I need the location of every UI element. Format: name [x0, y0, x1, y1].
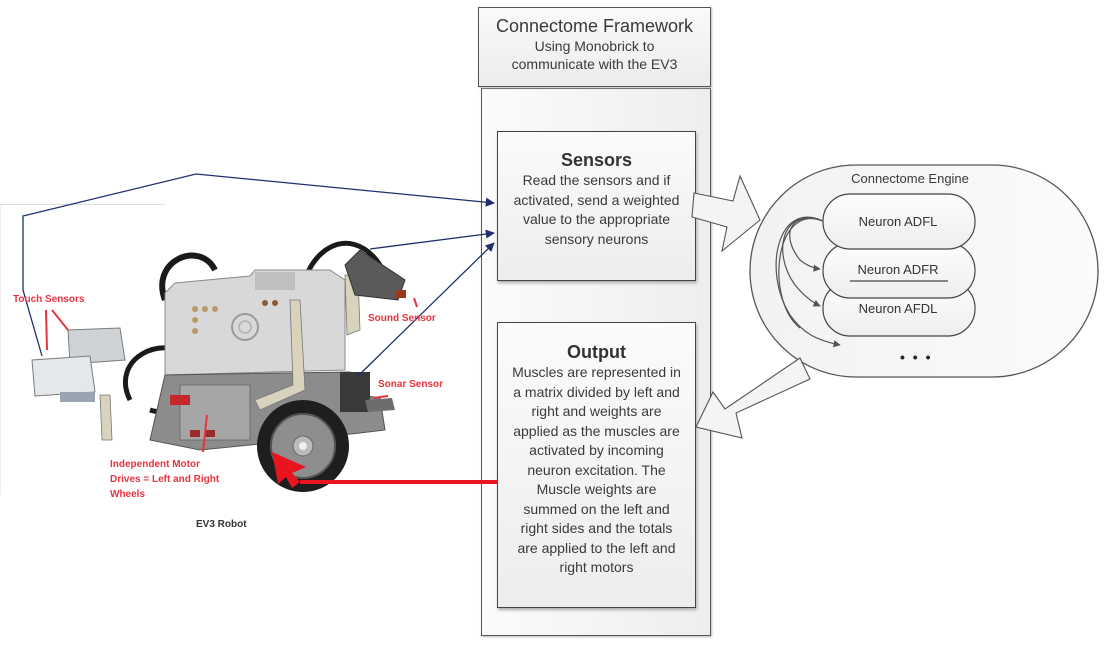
output-box: Output Muscles are represented in a matr… [497, 322, 696, 608]
framework-subtitle-1: Using Monobrick to [534, 38, 655, 54]
robot-caption: EV3 Robot [196, 519, 247, 530]
sensors-text-line: activated, send a weighted [513, 191, 680, 208]
framework-title-box: Connectome Framework Using Monobrick to … [478, 7, 711, 87]
output-text-line: summed on the left and [523, 500, 670, 517]
sensors-text-line: value to the appropriate [522, 211, 671, 227]
neuron-label-adfl: Neuron ADFL [858, 214, 938, 229]
neuron-ellipsis: • • • [900, 349, 933, 365]
label-pointers [45, 297, 418, 453]
output-text-line: activated by incoming [529, 442, 664, 458]
framework-subtitle-2: communicate with the EV3 [511, 56, 678, 72]
connection-adfl-more-1 [775, 216, 841, 348]
connection-adfl-afdl [782, 217, 824, 307]
neuron-label-adfr: Neuron ADFR [857, 262, 939, 277]
sensors-text-line: sensory neurons [544, 230, 649, 247]
output-text-line: Muscles are represented in [512, 364, 681, 380]
block-arrow-to-engine [691, 174, 761, 253]
output-text-line: neuron excitation. The [527, 461, 666, 478]
neuron-connections [775, 216, 841, 348]
sensors-heading: Sensors [560, 150, 633, 170]
motor-connector [272, 452, 498, 488]
ev3-robot-image [31, 240, 406, 492]
connection-adfl-adfr [789, 217, 824, 272]
neuron-label-afdl: Neuron AFDL [858, 301, 938, 316]
framework-title: Connectome Framework [495, 16, 694, 36]
label-sound-sensor: Sound Sensor [368, 313, 436, 324]
label-motor-line-3: Wheels [110, 489, 146, 500]
output-text-line: right motors [559, 559, 634, 575]
guide-line-vertical [0, 205, 1, 495]
output-text-line: right sides and the totals [520, 520, 673, 536]
output-text-line: are applied to the left and [517, 539, 676, 556]
connectome-engine-title: Connectome Engine [851, 171, 969, 186]
connection-adfl-more-2 [778, 218, 824, 329]
output-text-line: Muscle weights are [536, 481, 657, 497]
guide-line [0, 204, 165, 205]
block-arrow-to-output [695, 357, 811, 439]
connector-touch-to-sensors [22, 173, 495, 357]
label-motor-line-1: Independent Motor [110, 459, 200, 470]
output-text-line: a matrix divided by left and [513, 383, 680, 400]
sensors-text-line: Read the sensors and if [522, 172, 671, 188]
label-sonar-sensor: Sonar Sensor [378, 379, 444, 390]
sensor-connectors [22, 173, 495, 378]
label-motor-line-2: Drives = Left and Right [110, 474, 220, 485]
label-touch-sensors: Touch Sensors [13, 294, 85, 305]
output-text-line: applied as the muscles are [513, 422, 680, 439]
sensors-box: Sensors Read the sensors and if activate… [497, 131, 696, 281]
connector-sound-to-sensors [369, 229, 495, 250]
neuron-pill-adfl [822, 193, 976, 250]
connector-sonar-to-sensors [356, 242, 495, 378]
output-heading: Output [567, 342, 626, 362]
output-text-line: right and weights are [531, 403, 662, 419]
